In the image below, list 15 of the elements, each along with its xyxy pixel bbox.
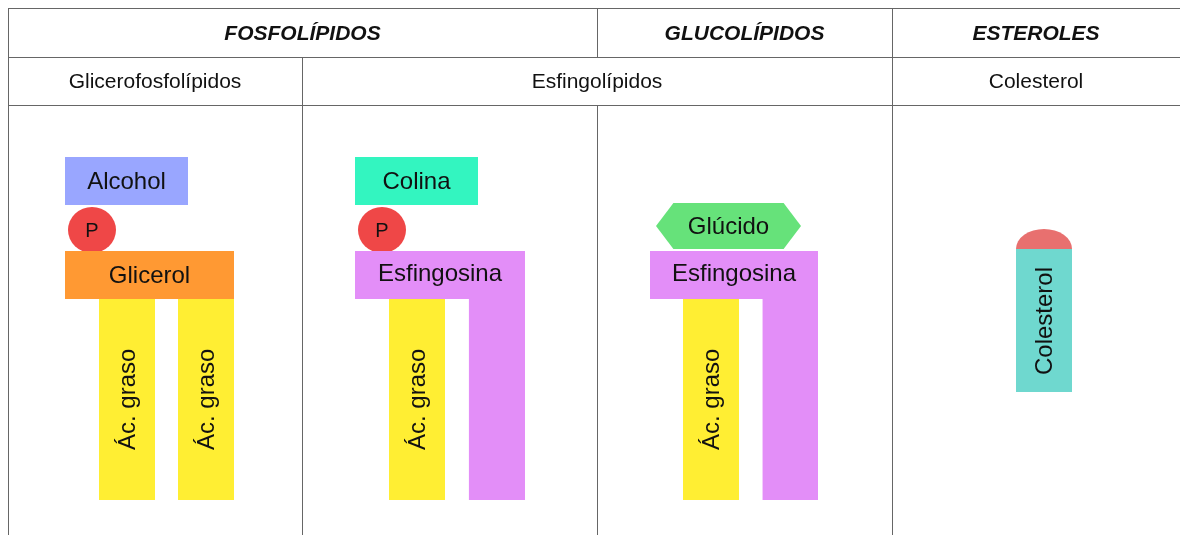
column-header: Glicerofosfolípidos [68, 69, 242, 93]
phosphate-circle: P [68, 207, 116, 253]
fatty-acid-chain: Ác. graso [99, 299, 155, 500]
cholesterol-block: Colesterol [1016, 249, 1072, 392]
glycerol-block: Glicerol [65, 251, 234, 299]
choline-block: Colina [355, 157, 478, 205]
column-header: Esfingolípidos [531, 69, 663, 93]
group-header: ESTEROLES [972, 20, 1100, 45]
polar-head [1016, 229, 1072, 249]
group-header: FOSFOLÍPIDOS [224, 20, 381, 45]
group-header: GLUCOLÍPIDOS [664, 20, 825, 45]
column-header: Colesterol [988, 69, 1084, 93]
fatty-acid-chain: Ác. graso [178, 299, 234, 500]
phosphate-circle: P [358, 207, 406, 253]
alcohol-block: Alcohol [65, 157, 188, 205]
